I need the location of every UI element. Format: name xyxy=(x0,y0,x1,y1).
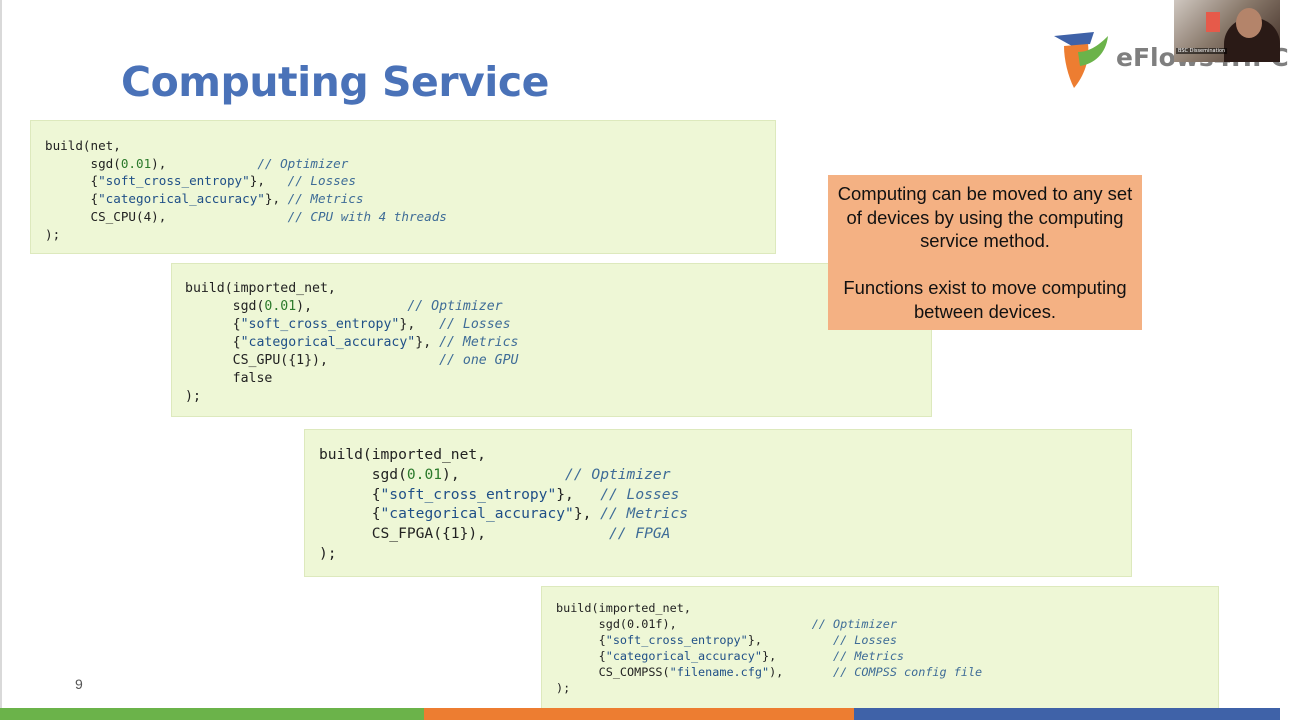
code-line: {"categorical_accuracy"}, // Metrics xyxy=(556,649,905,663)
code-line: CS_FPGA({1}), // FPGA xyxy=(319,525,671,543)
eflows-logo-mark-icon xyxy=(1054,32,1108,88)
footer-bar-blue xyxy=(854,708,1280,720)
code-block-fpga: build(imported_net, sgd(0.01), // Optimi… xyxy=(304,429,1132,577)
code-line: {"soft_cross_entropy"}, // Losses xyxy=(556,633,897,647)
webcam-background-poster xyxy=(1206,12,1220,32)
code-line: false xyxy=(185,371,273,386)
code-line: {"soft_cross_entropy"}, // Losses xyxy=(45,173,356,189)
code-line: build(imported_net, xyxy=(556,601,691,615)
code-line: sgd(0.01), // Optimizer xyxy=(319,465,671,483)
code-comment: // Metrics xyxy=(600,505,689,523)
code-line: sgd(0.01), // Optimizer xyxy=(45,155,349,171)
slide-title: Computing Service xyxy=(121,58,549,106)
code-line: CS_CPU(4), // CPU with 4 threads xyxy=(45,208,447,224)
code-text: build(imported_net, sgd(0.01), // Optimi… xyxy=(172,264,931,406)
webcam-label: BSC Dissemination xyxy=(1176,48,1228,54)
code-line: build(net, xyxy=(45,138,121,153)
code-comment: // Losses xyxy=(600,485,680,503)
code-line: {"soft_cross_entropy"}, // Losses xyxy=(185,317,511,332)
code-comment: // Metrics xyxy=(439,335,519,350)
code-line: sgd(0.01), // Optimizer xyxy=(185,299,503,314)
webcam-person-head xyxy=(1236,8,1262,38)
info-callout-box: Computing can be moved to any set of dev… xyxy=(828,175,1142,330)
code-comment: // Optimizer xyxy=(811,617,897,631)
code-comment: // Losses xyxy=(287,173,356,189)
code-line: ); xyxy=(185,389,201,404)
code-line: CS_COMPSS("filename.cfg"), // COMPSS con… xyxy=(556,665,983,679)
slide-left-border xyxy=(0,0,2,708)
footer-bar-orange xyxy=(424,708,854,720)
code-comment: // Optimizer xyxy=(407,299,503,314)
code-line: {"soft_cross_entropy"}, // Losses xyxy=(319,485,680,503)
code-line: {"categorical_accuracy"}, // Metrics xyxy=(319,505,689,523)
code-line: build(imported_net, xyxy=(319,446,486,463)
callout-text-1: Computing can be moved to any set of dev… xyxy=(837,183,1133,251)
code-line: ); xyxy=(556,681,571,695)
code-comment: // one GPU xyxy=(439,353,519,368)
code-comment: // CPU with 4 threads xyxy=(287,208,447,224)
code-block-gpu: build(imported_net, sgd(0.01), // Optimi… xyxy=(171,263,932,417)
code-text: build(net, sgd(0.01), // Optimizer {"sof… xyxy=(31,121,775,243)
page-number: 9 xyxy=(75,676,83,692)
webcam-video-thumbnail[interactable]: BSC Dissemination xyxy=(1174,0,1280,62)
code-line: ); xyxy=(45,226,61,242)
callout-text-2: Functions exist to move computing betwee… xyxy=(843,277,1127,322)
code-comment: // Losses xyxy=(439,317,511,332)
code-comment: // COMPSS config file xyxy=(833,665,983,679)
code-comment: // Optimizer xyxy=(257,155,349,171)
code-line: ); xyxy=(319,544,337,562)
code-comment: // FPGA xyxy=(608,525,671,543)
footer-bar-green xyxy=(0,708,424,720)
code-line: {"categorical_accuracy"}, // Metrics xyxy=(45,191,364,207)
code-line: build(imported_net, xyxy=(185,281,336,296)
code-comment: // Metrics xyxy=(833,649,905,663)
code-block-cpu: build(net, sgd(0.01), // Optimizer {"sof… xyxy=(30,120,776,254)
code-line: {"categorical_accuracy"}, // Metrics xyxy=(185,335,519,350)
code-line: CS_GPU({1}), // one GPU xyxy=(185,353,519,368)
code-comment: // Optimizer xyxy=(565,465,671,483)
code-block-compss: build(imported_net, sgd(0.01f), // Optim… xyxy=(541,586,1219,710)
code-comment: // Metrics xyxy=(287,191,364,207)
code-line: sgd(0.01f), // Optimizer xyxy=(556,617,897,631)
code-text: build(imported_net, sgd(0.01), // Optimi… xyxy=(305,430,1131,564)
code-comment: // Losses xyxy=(833,633,897,647)
code-text: build(imported_net, sgd(0.01f), // Optim… xyxy=(542,587,1218,696)
